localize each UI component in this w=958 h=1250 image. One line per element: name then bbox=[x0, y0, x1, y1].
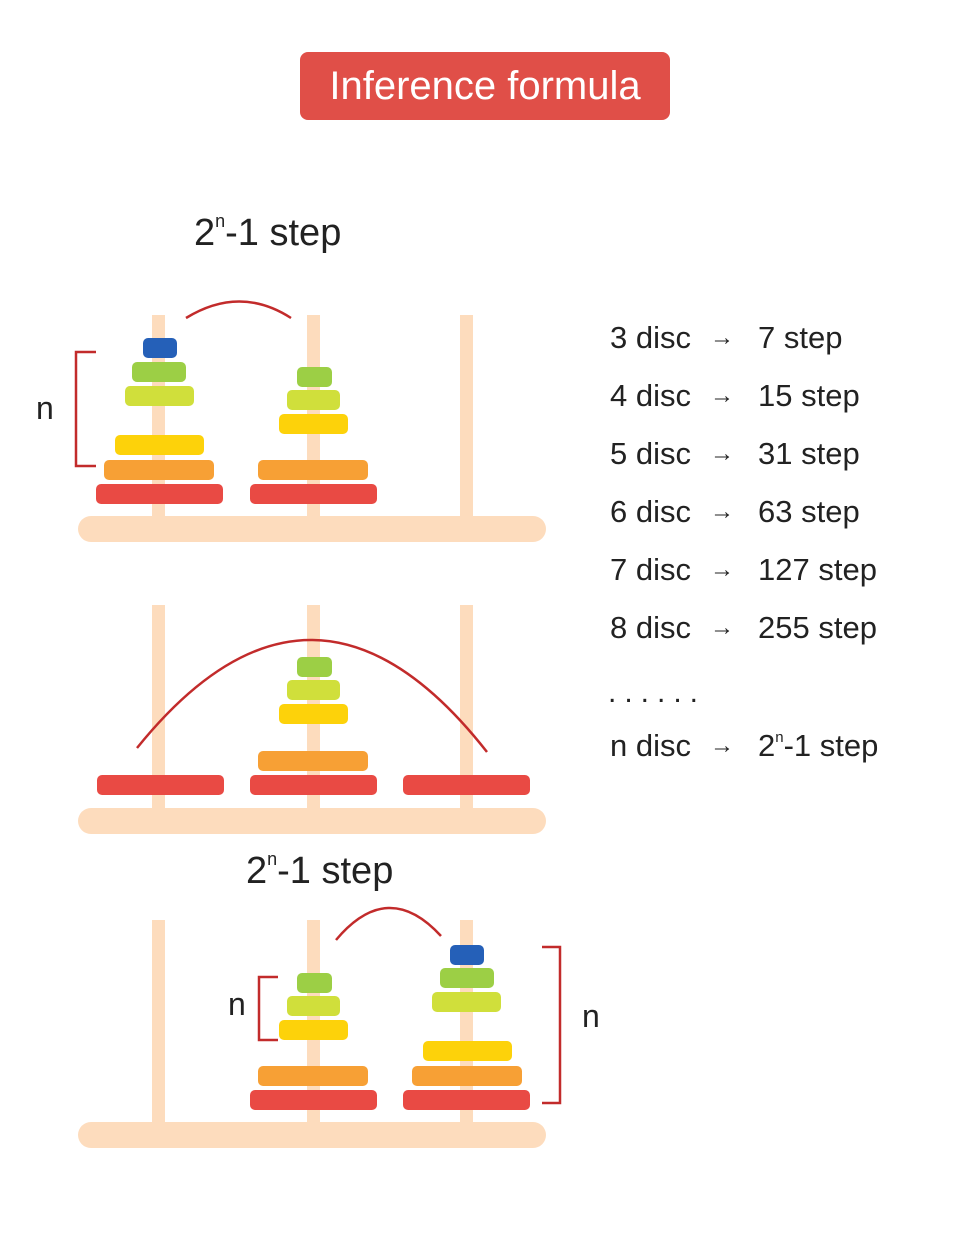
move-arc bbox=[136, 638, 488, 753]
rod bbox=[152, 605, 165, 820]
formula-row: 5 disc → 31 step bbox=[610, 436, 860, 472]
n-label-panel3-small: n bbox=[228, 986, 246, 1022]
disc-count: 3 disc bbox=[610, 320, 691, 355]
disc-lime bbox=[432, 992, 501, 1012]
step-label-top: 2n-1 step bbox=[194, 211, 342, 255]
disc-yellow bbox=[115, 435, 204, 455]
disc-red bbox=[250, 1090, 377, 1110]
ellipsis: ...... bbox=[608, 676, 707, 709]
step-exponent: n bbox=[215, 211, 226, 232]
arrow-icon: → bbox=[710, 732, 734, 759]
move-arc bbox=[185, 300, 292, 320]
disc-green bbox=[440, 968, 494, 988]
disc-red bbox=[250, 775, 377, 795]
arrow-icon: → bbox=[710, 614, 734, 641]
arrow-icon: → bbox=[710, 556, 734, 583]
step-count: 31 step bbox=[758, 436, 860, 471]
formula-row: 4 disc → 15 step bbox=[610, 378, 860, 414]
step-rest: -1 step bbox=[277, 850, 394, 892]
disc-orange bbox=[258, 460, 368, 480]
panel-3 bbox=[78, 906, 562, 1148]
step-count: 255 step bbox=[758, 610, 877, 645]
panel-2 bbox=[78, 605, 546, 834]
disc-lime bbox=[125, 386, 194, 406]
rod bbox=[460, 605, 473, 820]
disc-lime bbox=[287, 996, 340, 1016]
base-platform bbox=[78, 516, 546, 542]
step-count: 15 step bbox=[758, 378, 860, 413]
n-bracket bbox=[74, 350, 96, 468]
disc-red bbox=[403, 1090, 530, 1110]
step-exponent: n bbox=[267, 849, 278, 870]
disc-lime bbox=[287, 390, 340, 410]
arrow-icon: → bbox=[710, 440, 734, 467]
disc-green bbox=[132, 362, 186, 382]
n-bracket bbox=[257, 975, 278, 1042]
step-count: 127 step bbox=[758, 552, 877, 587]
disc-red bbox=[403, 775, 530, 795]
disc-lime bbox=[287, 680, 340, 700]
disc-blue bbox=[450, 945, 484, 965]
disc-red bbox=[97, 775, 224, 795]
n-label-panel3-large: n bbox=[582, 998, 600, 1034]
disc-count: 8 disc bbox=[610, 610, 691, 645]
panel-1 bbox=[74, 300, 546, 542]
n-label-panel1: n bbox=[36, 390, 54, 426]
disc-green bbox=[297, 657, 332, 677]
disc-yellow bbox=[279, 1020, 348, 1040]
formula-row: 6 disc → 63 step bbox=[610, 494, 860, 530]
disc-count: 4 disc bbox=[610, 378, 691, 413]
step-base: 2 bbox=[194, 212, 216, 254]
formula-row: 7 disc → 127 step bbox=[610, 552, 877, 588]
step-count: 63 step bbox=[758, 494, 860, 529]
disc-count: 5 disc bbox=[610, 436, 691, 471]
disc-orange bbox=[104, 460, 214, 480]
step-base: 2 bbox=[758, 728, 776, 763]
formula-row: 8 disc → 255 step bbox=[610, 610, 877, 646]
step-count: 7 step bbox=[758, 320, 843, 355]
disc-yellow bbox=[279, 704, 348, 724]
arrow-icon: → bbox=[710, 498, 734, 525]
title-text: Inference formula bbox=[329, 63, 641, 108]
step-base: 2 bbox=[246, 850, 268, 892]
step-rest: -1 step bbox=[225, 212, 342, 254]
n-bracket bbox=[542, 945, 562, 1105]
disc-green bbox=[297, 973, 332, 993]
step-count: 2n-1 step bbox=[758, 728, 878, 764]
rod bbox=[460, 315, 473, 525]
disc-count: 7 disc bbox=[610, 552, 691, 587]
disc-count: 6 disc bbox=[610, 494, 691, 529]
disc-red bbox=[96, 484, 223, 504]
move-arc bbox=[335, 906, 442, 941]
step-exponent: n bbox=[775, 728, 784, 746]
disc-blue bbox=[143, 338, 177, 358]
formula-row-general: n disc → 2n-1 step bbox=[610, 728, 878, 764]
disc-orange bbox=[258, 751, 368, 771]
disc-count: n disc bbox=[610, 728, 691, 763]
step-rest: -1 step bbox=[783, 728, 879, 763]
arrow-icon: → bbox=[710, 382, 734, 409]
disc-yellow bbox=[423, 1041, 512, 1061]
disc-orange bbox=[258, 1066, 368, 1086]
disc-orange bbox=[412, 1066, 522, 1086]
arrow-icon: → bbox=[710, 324, 734, 351]
disc-green bbox=[297, 367, 332, 387]
disc-red bbox=[250, 484, 377, 504]
base-platform bbox=[78, 1122, 546, 1148]
disc-yellow bbox=[279, 414, 348, 434]
rod bbox=[152, 920, 165, 1145]
formula-row: 3 disc → 7 step bbox=[610, 320, 842, 356]
title-badge: Inference formula bbox=[300, 52, 670, 120]
base-platform bbox=[78, 808, 546, 834]
step-label-bottom: 2n-1 step bbox=[246, 849, 394, 893]
